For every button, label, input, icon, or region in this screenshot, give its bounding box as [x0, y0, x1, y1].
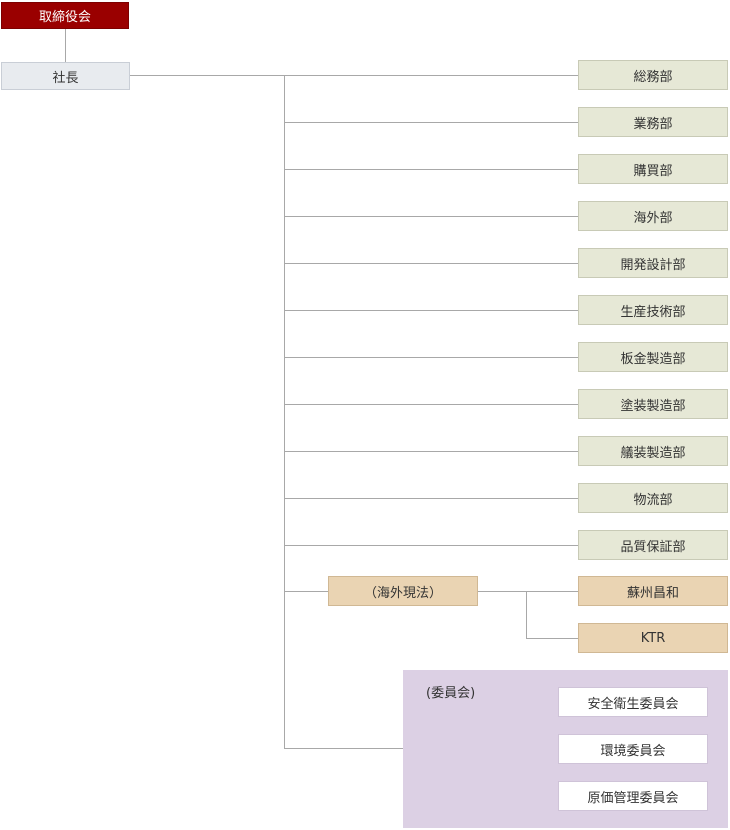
branch-line: [284, 122, 578, 123]
overseas-branch-line: [284, 591, 328, 592]
subsidiary-suzhou-showa: 蘇州昌和: [578, 576, 728, 606]
dept-operations: 業務部: [578, 107, 728, 137]
dept-logistics: 物流部: [578, 483, 728, 513]
committees-title: (委員会): [426, 686, 476, 701]
dept-purchasing: 購買部: [578, 154, 728, 184]
committee-safety-health: 安全衛生委員会: [558, 687, 708, 717]
branch-line: [284, 310, 578, 311]
dept-outfitting-manufacturing: 艤装製造部: [578, 436, 728, 466]
branch-line: [284, 169, 578, 170]
committee-branch-line: [284, 748, 403, 749]
dept-paint-manufacturing: 塗装製造部: [578, 389, 728, 419]
dept-sheet-metal-manufacturing: 板金製造部: [578, 342, 728, 372]
branch-line: [284, 263, 578, 264]
committee-environment: 環境委員会: [558, 734, 708, 764]
branch-line: [284, 216, 578, 217]
overseas-subsidiaries-label: （海外現法）: [328, 576, 478, 606]
overseas-sub-vertical: [526, 591, 527, 638]
dept-quality-assurance: 品質保証部: [578, 530, 728, 560]
overseas-sub-line: [478, 591, 578, 592]
committee-cost-management: 原価管理委員会: [558, 781, 708, 811]
board-of-directors-box: 取締役会: [1, 2, 129, 29]
dept-general-affairs: 総務部: [578, 60, 728, 90]
dept-development-design: 開発設計部: [578, 248, 728, 278]
dept-production-engineering: 生産技術部: [578, 295, 728, 325]
president-trunk-connector: [130, 75, 578, 76]
president-box: 社長: [1, 62, 130, 90]
branch-line: [284, 545, 578, 546]
main-trunk-line: [284, 75, 285, 748]
board-president-connector: [65, 29, 66, 62]
subsidiary-ktr: KTR: [578, 623, 728, 653]
branch-line: [284, 404, 578, 405]
branch-line: [284, 498, 578, 499]
dept-overseas: 海外部: [578, 201, 728, 231]
branch-line: [284, 451, 578, 452]
branch-line: [284, 357, 578, 358]
overseas-sub-line: [526, 638, 578, 639]
